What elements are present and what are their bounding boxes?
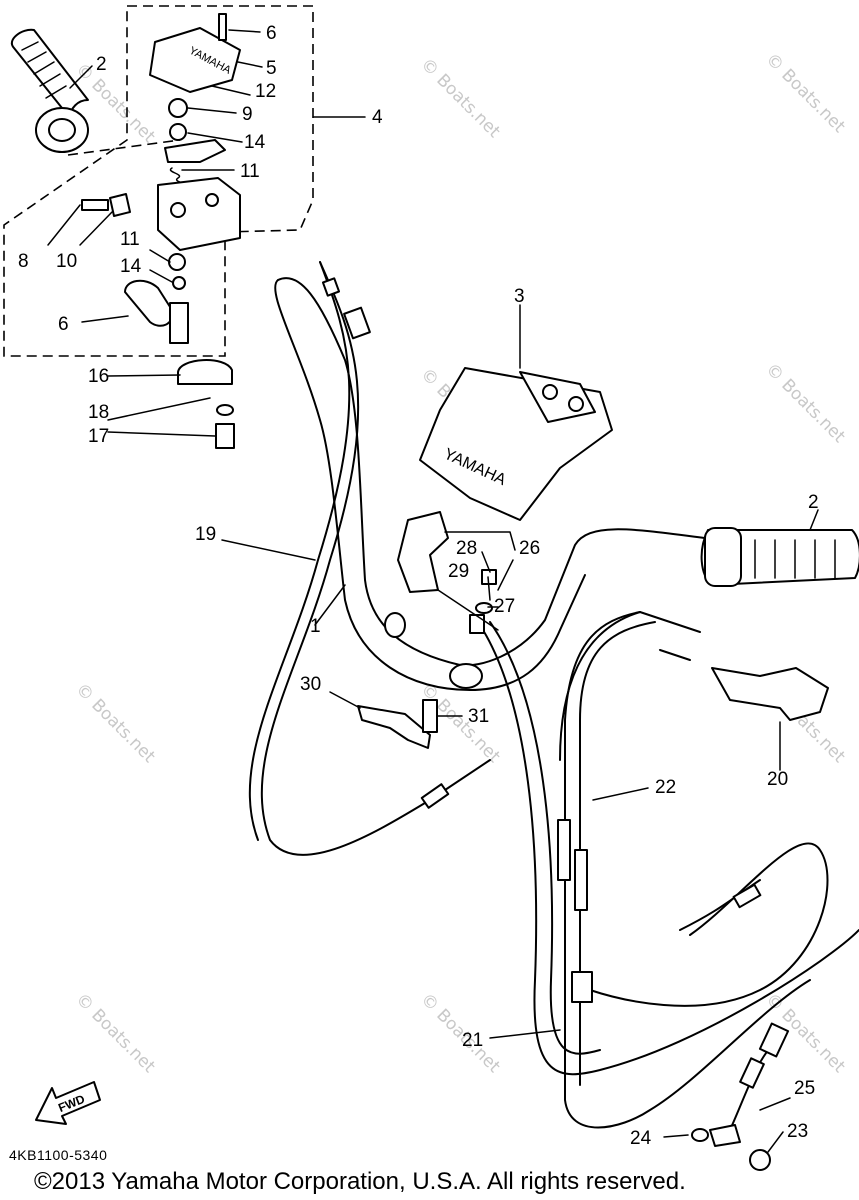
callout-2b: 2 — [808, 492, 819, 513]
callout-21: 21 — [462, 1030, 483, 1051]
fwd-arrow-icon: FWD — [35, 1081, 101, 1125]
washer-15 — [169, 123, 187, 141]
nut-10 — [109, 193, 131, 217]
bolt-31 — [422, 699, 438, 733]
callout-12: 11 — [240, 161, 260, 182]
switch-assembly-box — [3, 5, 314, 357]
callout-7: 6 — [266, 23, 277, 44]
throttle-cable — [260, 261, 491, 856]
callout-1: 1 — [310, 616, 321, 637]
callout-15: 14 — [244, 132, 266, 153]
callout-23: 23 — [787, 1121, 808, 1142]
callout-6: 6 — [58, 314, 69, 335]
callout-4: 4 — [372, 107, 383, 128]
callout-5: 5 — [266, 58, 277, 79]
callout-24: 24 — [630, 1128, 652, 1149]
nut-9 — [168, 98, 188, 118]
throttle-lever — [124, 279, 174, 327]
right-grip — [700, 527, 859, 587]
handlebar-cover: YAMAHA — [419, 367, 613, 521]
screw-29 — [475, 602, 493, 614]
callout-28: 28 — [456, 538, 477, 559]
watermark: © Boats.net — [71, 989, 159, 1077]
switch-cover: YAMAHA — [149, 27, 241, 93]
lever-holder-26 — [397, 511, 449, 593]
cable-end-27 — [469, 614, 485, 634]
callout-29: 29 — [448, 561, 469, 582]
bracket-30 — [357, 705, 431, 749]
callout-19: 19 — [195, 524, 216, 545]
callout-31: 31 — [468, 706, 489, 727]
callout-8: 8 — [18, 251, 29, 272]
clamp-16 — [177, 359, 233, 385]
screw-7 — [218, 13, 227, 41]
screw-8 — [81, 199, 109, 211]
handlebar — [274, 277, 721, 691]
callout-3: 3 — [514, 286, 525, 307]
watermark: © Boats.net — [761, 359, 849, 447]
callout-2: 2 — [96, 54, 107, 75]
callout-11: 11 — [120, 229, 140, 250]
grip-leader — [67, 139, 181, 156]
callout-20: 20 — [767, 769, 788, 790]
watermark: © Boats.net — [416, 989, 504, 1077]
grommet-11 — [168, 253, 186, 271]
brake-cable-22 — [564, 611, 811, 1129]
copyright-notice: ©2013 Yamaha Motor Corporation, U.S.A. A… — [34, 1168, 686, 1195]
callout-22: 22 — [655, 777, 676, 798]
bolt-17 — [215, 423, 235, 449]
washer-18 — [216, 404, 234, 416]
callout-13: 12 — [255, 81, 276, 102]
switch-20 — [711, 667, 829, 721]
diagram-code: 4KB1100-5340 — [9, 1147, 108, 1163]
watermark: © Boats.net — [71, 679, 159, 767]
washer-14 — [172, 276, 186, 290]
leader-lines — [47, 29, 819, 1153]
watermark: © Boats.net — [416, 54, 504, 142]
pin-23 — [749, 1149, 771, 1171]
callout-27: 27 — [494, 596, 515, 617]
lever-shaft — [169, 302, 189, 344]
brake-cable-21 — [477, 621, 859, 1076]
plate-switch — [164, 139, 226, 163]
callout-25: 25 — [794, 1078, 815, 1099]
switch-housing — [157, 177, 241, 251]
callout-10: 10 — [56, 251, 77, 272]
callout-9: 9 — [242, 104, 253, 125]
callouts: 2 6 5 12 9 14 11 4 8 10 11 14 6 16 18 17… — [18, 23, 819, 1149]
left-grip — [11, 28, 89, 153]
callout-16: 16 — [88, 366, 109, 387]
washer-24 — [691, 1128, 709, 1142]
callout-30: 30 — [300, 674, 321, 695]
callout-17: 17 — [88, 426, 109, 447]
watermark: © Boats.net — [761, 49, 849, 137]
callout-18: 18 — [88, 402, 109, 423]
callout-14: 14 — [120, 256, 142, 277]
callout-26: 26 — [519, 538, 540, 559]
